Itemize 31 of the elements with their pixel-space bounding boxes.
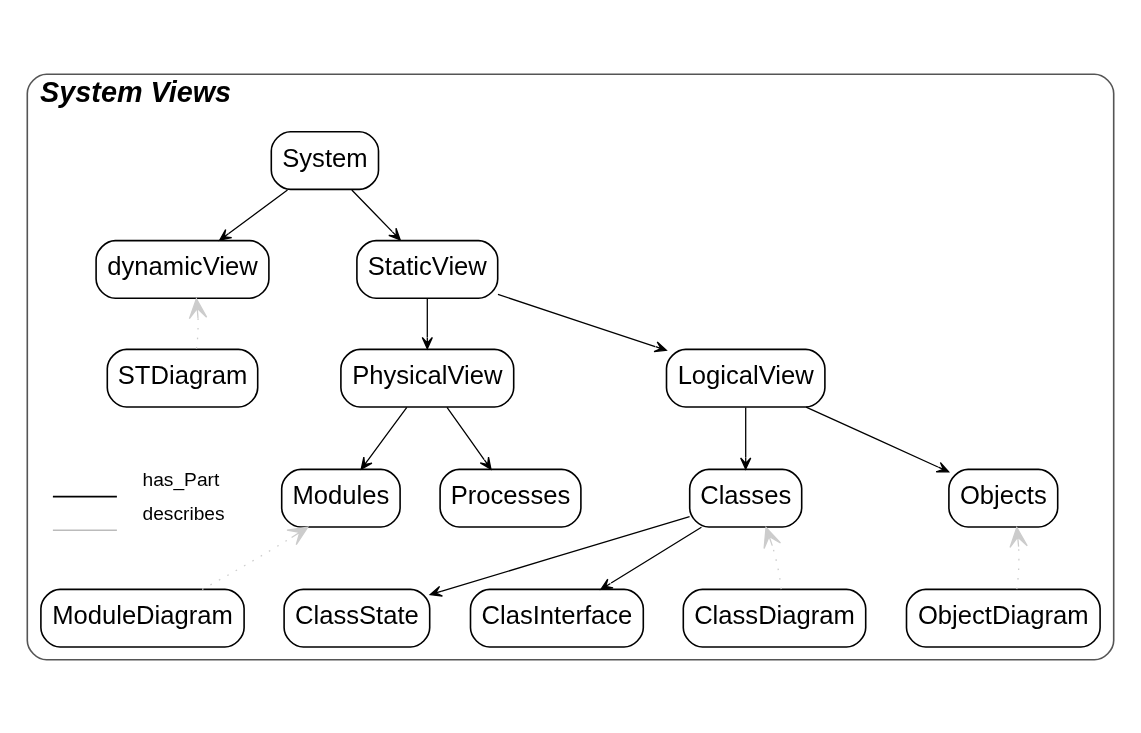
node-box: ClasInterface [469,588,645,648]
legend-label: has_Part [142,468,220,490]
node-box: Processes [439,468,582,528]
node-box: StaticView [356,239,499,299]
node-box: ModuleDiagram [40,588,245,648]
arrow [740,406,752,470]
node-box: LogicalView [665,348,826,408]
node-box: ClassState [283,588,431,648]
node-box: STDiagram [106,348,259,408]
arrow [805,406,950,472]
arrow [188,297,208,349]
node-box: System [270,130,380,190]
arrow [1009,526,1028,590]
node-box: PhysicalView [340,348,515,408]
arrow [201,526,309,590]
node-box: Modules [280,468,401,528]
node-box: Classes [688,468,803,528]
node-box: ObjectDiagram [905,588,1101,648]
node-box: Objects [948,468,1059,528]
node-box: ClassDiagram [682,588,867,648]
arrow [360,406,408,470]
arrow [351,188,401,240]
legend-label: describes [142,502,225,524]
arrow [446,406,492,470]
arrow [219,188,289,241]
arrow [600,526,703,590]
node-box: dynamicView [95,239,270,299]
arrow [421,297,433,349]
arrow [497,293,667,352]
arrow [429,515,691,597]
arrow [763,526,782,590]
